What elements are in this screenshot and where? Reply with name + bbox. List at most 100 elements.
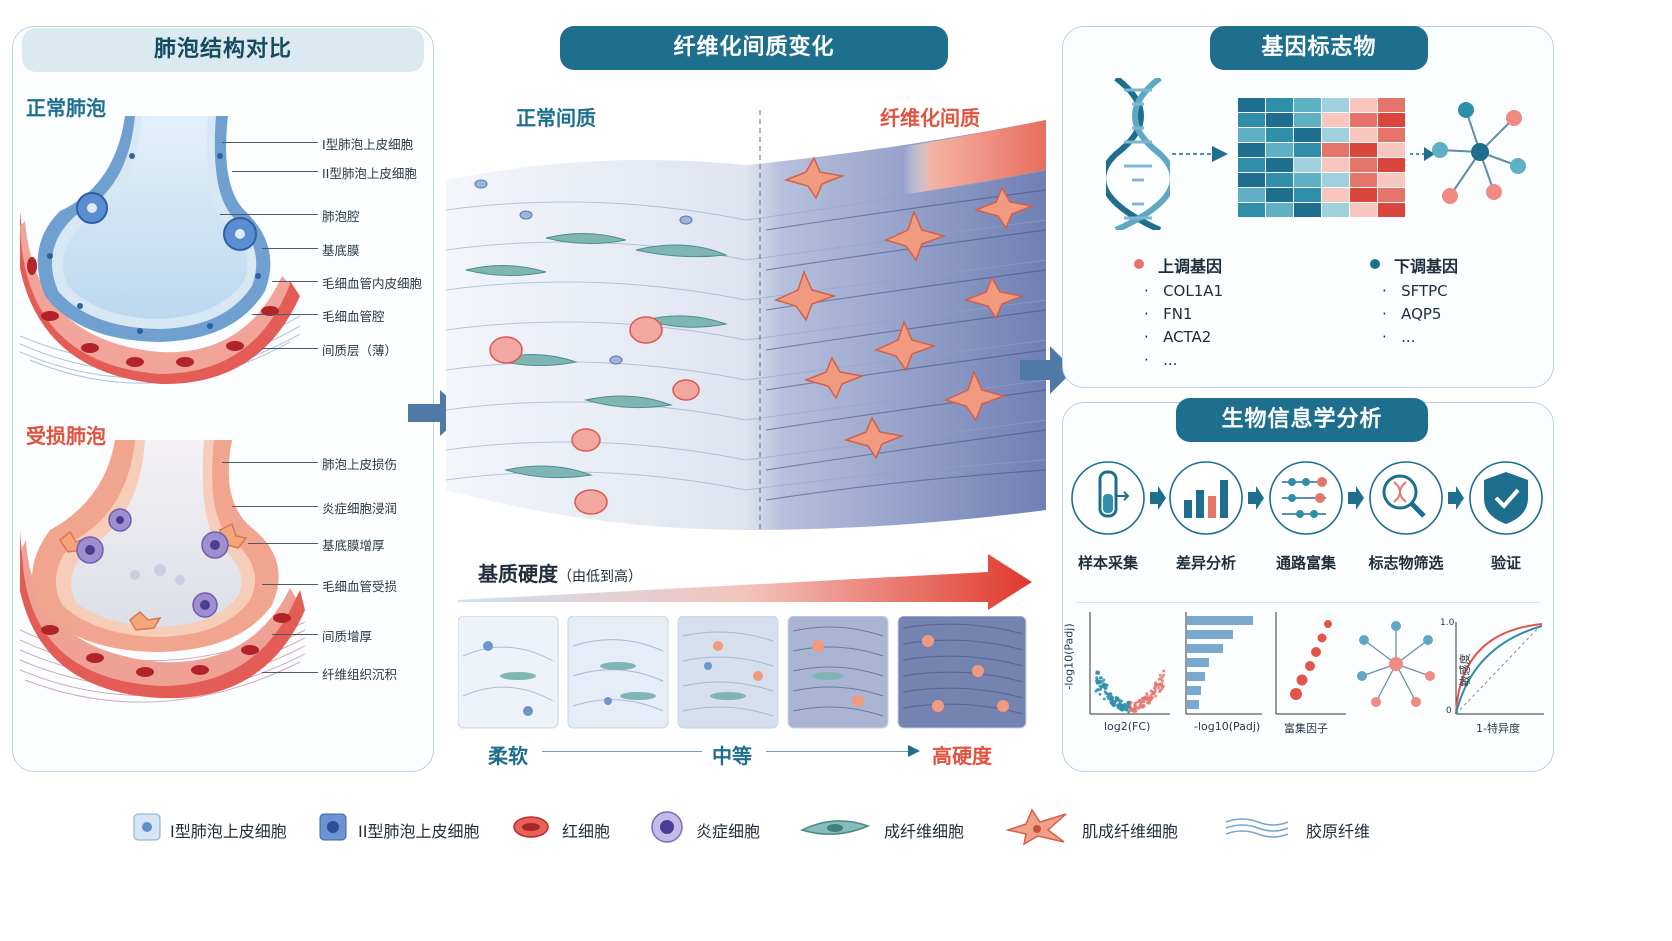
stiffness-tiles xyxy=(458,616,1027,729)
stiffness-title-text: 基质硬度 xyxy=(478,562,558,586)
up-gene-3-text: ACTA2 xyxy=(1163,328,1212,346)
volcano-point xyxy=(1162,673,1165,677)
dna-to-heatmap-arrow xyxy=(1172,146,1228,162)
label-capillary-endothelium: 毛细血管内皮细胞 xyxy=(322,276,423,291)
step-validation: 验证 xyxy=(1490,554,1521,572)
down-gene-3-text: ... xyxy=(1401,328,1416,346)
volcano-point xyxy=(1108,692,1112,696)
heatmap-cell xyxy=(1266,143,1293,157)
volcano-point xyxy=(1130,708,1134,712)
heatmap-cell xyxy=(1378,113,1405,127)
legend-type1-label: I型肺泡上皮细胞 xyxy=(170,822,287,841)
volcano-point xyxy=(1158,673,1162,677)
volcano-point xyxy=(1124,703,1128,707)
volcano-xlabel: log2(FC) xyxy=(1104,720,1151,733)
heatmap-cell xyxy=(1350,143,1377,157)
fibrotic-interstitium-label: 纤维化间质 xyxy=(880,106,980,130)
heatmap-cell xyxy=(1238,173,1265,187)
label-fibrous-deposition: 纤维组织沉积 xyxy=(322,667,398,682)
down-genes-title: 下调基因 xyxy=(1394,257,1459,276)
volcano-point xyxy=(1138,698,1141,702)
heatmap-cell xyxy=(1378,158,1405,172)
bar-plot-xlabel: -log10(Padj) xyxy=(1194,720,1261,733)
volcano-point xyxy=(1133,707,1137,711)
up-gene-1-text: COL1A1 xyxy=(1163,282,1224,300)
up-gene-4-text: ... xyxy=(1163,351,1178,369)
volcano-point xyxy=(1158,690,1162,694)
heatmap-cell xyxy=(1238,158,1265,172)
scale-line-1 xyxy=(542,751,702,752)
volcano-point xyxy=(1151,691,1155,695)
volcano-point xyxy=(1102,682,1106,686)
heatmap-cell xyxy=(1350,98,1377,112)
volcano-point xyxy=(1111,699,1115,703)
up-genes-title: 上调基因 xyxy=(1158,257,1223,276)
label-interstitial-thickening: 间质增厚 xyxy=(322,629,373,644)
volcano-point xyxy=(1098,680,1102,684)
volcano-point xyxy=(1142,700,1146,704)
label-inflammatory-infiltration: 炎症细胞浸润 xyxy=(322,501,398,516)
scale-soft-label: 柔软 xyxy=(488,744,528,768)
heatmap-cell xyxy=(1350,113,1377,127)
interstitium-comparison-illustration xyxy=(446,110,1046,530)
enrichment-bar-plot xyxy=(1185,612,1262,715)
volcano-point xyxy=(1121,704,1124,708)
volcano-point xyxy=(1153,686,1157,690)
fibrotic-interstitium-title: 纤维化间质变化 xyxy=(560,26,948,70)
heatmap-cell xyxy=(1294,143,1321,157)
heatmap-cell xyxy=(1350,203,1377,217)
label-epithelial-injury: 肺泡上皮损伤 xyxy=(322,457,398,472)
volcano-point xyxy=(1137,706,1141,710)
heatmap-cell xyxy=(1294,173,1321,187)
volcano-point xyxy=(1118,700,1122,704)
volcano-point xyxy=(1106,695,1110,699)
down-gene-1-text: SFTPC xyxy=(1401,282,1448,300)
heatmap-cell xyxy=(1266,128,1293,142)
scale-line-2 xyxy=(766,751,912,752)
heatmap-cell xyxy=(1378,188,1405,202)
stiffness-subtitle: （由低到高） xyxy=(558,569,642,585)
volcano-point xyxy=(1098,692,1102,696)
volcano-plot xyxy=(1089,612,1170,715)
volcano-point xyxy=(1160,684,1164,688)
volcano-point xyxy=(1112,704,1116,708)
legend-rbc-icon xyxy=(513,816,549,838)
heatmap-cell xyxy=(1378,98,1405,112)
volcano-point xyxy=(1162,669,1166,673)
volcano-point xyxy=(1138,703,1142,707)
ppi-network-plot xyxy=(1357,621,1435,707)
legend-type2-label: II型肺泡上皮细胞 xyxy=(358,822,480,841)
down-gene-3: · ... xyxy=(1382,328,1416,346)
matrix-stiffness-title: 基质硬度（由低到高） xyxy=(478,558,642,587)
heatmap-cell xyxy=(1266,203,1293,217)
volcano-point xyxy=(1147,700,1151,704)
normal-interstitium-label: 正常间质 xyxy=(516,106,596,130)
down-gene-2: · AQP5 xyxy=(1382,305,1442,323)
normal-alveolus-title: 正常肺泡 xyxy=(26,96,106,120)
label-capillary-lumen: 毛细血管腔 xyxy=(322,309,385,324)
volcano-point xyxy=(1103,687,1107,690)
heatmap-cell xyxy=(1322,188,1349,202)
heatmap-cell xyxy=(1378,173,1405,187)
volcano-point xyxy=(1105,683,1109,687)
volcano-point xyxy=(1143,697,1146,701)
heatmap-cell xyxy=(1350,188,1377,202)
heatmap-cell xyxy=(1294,113,1321,127)
roc-xlabel: 1-特异度 xyxy=(1476,722,1520,735)
volcano-point xyxy=(1102,697,1106,701)
heatmap-cell xyxy=(1350,158,1377,172)
heatmap-cell xyxy=(1266,113,1293,127)
bioinfo-divider xyxy=(1076,602,1540,603)
heatmap-cell xyxy=(1294,188,1321,202)
label-type2-cell: II型肺泡上皮细胞 xyxy=(322,166,417,181)
heatmap-cell xyxy=(1238,203,1265,217)
heatmap-cell xyxy=(1238,188,1265,202)
volcano-point xyxy=(1145,692,1149,696)
injured-alveolus-illustration xyxy=(20,440,305,703)
label-interstitium-thin: 间质层（薄） xyxy=(322,343,398,358)
heatmap-cell xyxy=(1266,98,1293,112)
volcano-point xyxy=(1095,671,1099,675)
step-marker-screening: 标志物筛选 xyxy=(1368,554,1444,572)
heatmap-cell xyxy=(1238,128,1265,142)
gene-markers-title: 基因标志物 xyxy=(1210,26,1428,70)
